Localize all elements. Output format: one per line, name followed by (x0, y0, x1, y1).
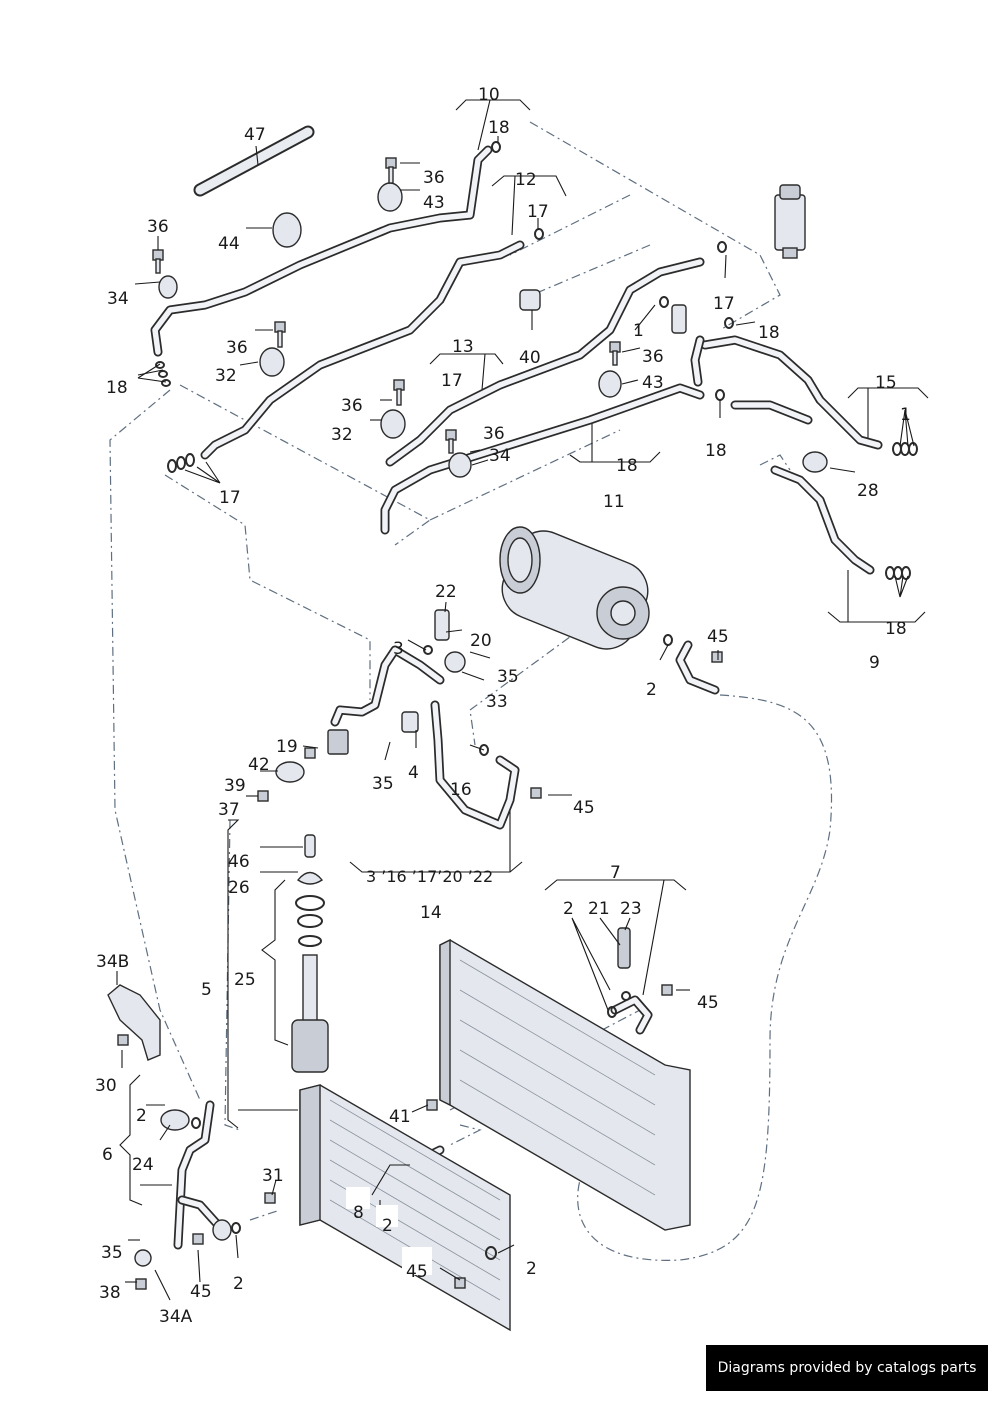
callout-35: 35 (497, 667, 519, 687)
callout-2: 2 (563, 899, 574, 919)
callout-11: 11 (603, 492, 625, 512)
callout-1: 1 (633, 321, 644, 341)
callout-43: 43 (423, 193, 445, 213)
callout-17: 17 (527, 202, 549, 222)
callout-17: 17 (713, 294, 735, 314)
callout-7: 7 (610, 863, 621, 883)
callout-12: 12 (515, 170, 537, 190)
callout-42: 42 (248, 755, 270, 775)
callout-23: 23 (620, 899, 642, 919)
callout-34B: 34B (96, 952, 129, 972)
leader-lines (116, 136, 915, 1301)
callout-2-backdrop (376, 1205, 398, 1227)
callout-18: 18 (106, 378, 128, 398)
callout-45: 45 (697, 993, 719, 1013)
callout-36: 36 (226, 338, 248, 358)
callout-6: 6 (102, 1145, 113, 1165)
callout-45-backdrop (402, 1247, 432, 1275)
callout-17: 17 (219, 488, 241, 508)
callout-22: 22 (435, 582, 457, 602)
callout-45: 45 (406, 1262, 428, 1282)
callout-45: 45 (573, 798, 595, 818)
callout-37: 37 (218, 800, 240, 820)
callout-2: 2 (526, 1259, 537, 1279)
callout-19: 19 (276, 737, 298, 757)
callout-39: 39 (224, 776, 246, 796)
callout-45: 45 (190, 1282, 212, 1302)
callout-46: 46 (228, 852, 250, 872)
callout-34: 34 (489, 446, 511, 466)
callout-labels: 47 10 18 36 43 12 17 44 36 34 36 32 18 1… (95, 85, 911, 1327)
expansion-valve (774, 184, 806, 259)
callout-21: 21 (588, 899, 610, 919)
callout-44: 44 (218, 234, 240, 254)
callout-36: 36 (147, 217, 169, 237)
callout-41: 41 (389, 1107, 411, 1127)
condenser (299, 1084, 511, 1332)
callout-4: 4 (408, 763, 419, 783)
callout-5: 5 (201, 980, 212, 1000)
callout-36: 36 (341, 396, 363, 416)
clamps-and-seals (134, 141, 918, 1267)
callout-2: 2 (382, 1216, 393, 1236)
callout-30: 30 (95, 1076, 117, 1096)
callout-20: 20 (470, 631, 492, 651)
callout-15: 15 (875, 373, 897, 393)
callout-18: 18 (616, 456, 638, 476)
diagram-credit-banner: Diagrams provided by catalogs parts (706, 1345, 988, 1391)
callout-2: 2 (646, 680, 657, 700)
bolts (117, 157, 723, 1290)
callout-34: 34 (107, 289, 129, 309)
callout-25: 25 (234, 970, 256, 990)
callout-3: 3 (393, 639, 404, 659)
callout-26: 26 (228, 878, 250, 898)
receiver-drier-cartridge (291, 834, 329, 1073)
callout-35: 35 (372, 774, 394, 794)
callout-40: 40 (519, 348, 541, 368)
group-brackets (119, 99, 929, 1206)
callout-33: 33 (486, 692, 508, 712)
callout-32: 32 (215, 366, 237, 386)
callout-18: 18 (758, 323, 780, 343)
callout-13: 13 (452, 337, 474, 357)
callout-34A: 34A (159, 1307, 193, 1327)
callout-16: 16 (450, 780, 472, 800)
callout-31: 31 (262, 1166, 284, 1186)
callout-45: 45 (707, 627, 729, 647)
callout-8-backdrop (346, 1187, 370, 1209)
callout-group-14-refs: 3 ’16 ’17’20 ’22 (366, 867, 493, 886)
callout-36: 36 (483, 424, 505, 444)
callout-8: 8 (353, 1203, 364, 1223)
callout-43: 43 (642, 373, 664, 393)
ac-compressor (499, 526, 650, 650)
callout-18: 18 (488, 118, 510, 138)
radiator (439, 938, 691, 1231)
callout-2: 2 (136, 1106, 147, 1126)
callout-28: 28 (857, 481, 879, 501)
callout-18: 18 (885, 619, 907, 639)
callout-17: 17 (441, 371, 463, 391)
callout-32: 32 (331, 425, 353, 445)
callout-38: 38 (99, 1283, 121, 1303)
bracket-34B (107, 984, 161, 1061)
callout-10: 10 (478, 85, 500, 105)
callout-2: 2 (233, 1274, 244, 1294)
callout-35: 35 (101, 1243, 123, 1263)
callout-18: 18 (705, 441, 727, 461)
callout-36: 36 (642, 347, 664, 367)
callout-24: 24 (132, 1155, 154, 1175)
callout-1: 1 (900, 405, 911, 425)
callout-9: 9 (869, 653, 880, 673)
callout-14: 14 (420, 903, 442, 923)
callout-36: 36 (423, 168, 445, 188)
refrigerant-pipes (150, 125, 883, 1267)
callout-47: 47 (244, 125, 266, 145)
